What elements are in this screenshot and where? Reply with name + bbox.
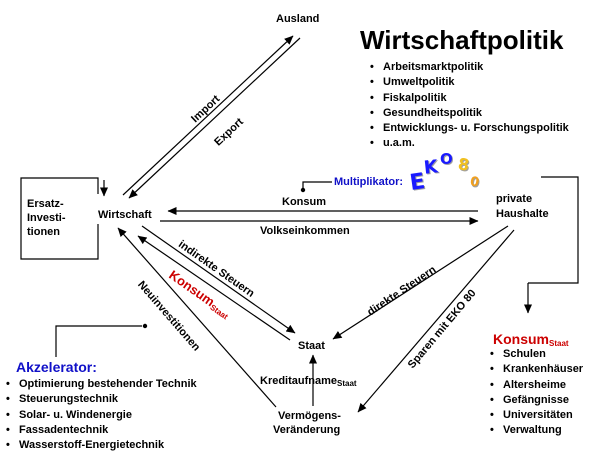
- policy-item: Arbeitsmarktpolitik: [368, 60, 569, 76]
- konsum-staat-item: Schulen: [488, 347, 583, 363]
- akzelerator-item: Fassadentechnik: [4, 423, 197, 439]
- vermoegen-line2: Veränderung: [273, 424, 341, 436]
- multiplikator-pointer: [302, 181, 332, 190]
- eko-letter: K: [422, 156, 439, 179]
- staat-node: Staat: [298, 340, 325, 352]
- haushalte-line1: private: [496, 193, 533, 205]
- neuinvestitionen-arrow: [117, 227, 277, 408]
- akzelerator-item: Steuerungstechnik: [4, 392, 197, 408]
- kreditaufnahme-text: Kreditaufname: [260, 375, 338, 387]
- haushalte-line2: Haushalte: [496, 208, 549, 220]
- policy-list: ArbeitsmarktpolitikUmweltpolitikFiskalpo…: [368, 60, 569, 152]
- akzelerator-connector: [55, 325, 142, 357]
- sparen-arrow: [357, 229, 515, 413]
- direkte-steuern-arrow: [332, 225, 509, 340]
- kreditaufnahme-label: KreditaufnameStaat: [260, 375, 357, 390]
- policy-item: Umweltpolitik: [368, 75, 569, 91]
- akzelerator-list: Optimierung bestehender TechnikSteuerung…: [4, 377, 197, 453]
- konsum-staat-item: Gefängnisse: [488, 393, 583, 409]
- indirekte-steuern-arrow: [141, 225, 296, 334]
- akzelerator-dot: [142, 323, 148, 329]
- vermoegen-line1: Vermögens-: [278, 410, 341, 422]
- ausland-node: Ausland: [276, 13, 320, 25]
- konsum-staat-item: Altersheime: [488, 378, 583, 394]
- ersatz-line2: Investi-: [27, 212, 66, 224]
- konsum-label: Konsum: [282, 196, 326, 208]
- ersatz-line3: tionen: [27, 226, 60, 238]
- kreditaufnahme-sub: Staat: [337, 379, 357, 388]
- konsum-staat-box-title-sub: Staat: [549, 339, 569, 348]
- konsum-staat-connector: [528, 176, 579, 284]
- konsum-staat-box-title: KonsumStaat: [493, 331, 569, 352]
- ersatz-loop: [20, 177, 99, 260]
- multiplikator-label: Multiplikator:: [334, 176, 404, 188]
- ersatz-line1: Ersatz-: [27, 198, 64, 210]
- export-arrow: [128, 37, 301, 199]
- eko-letter: O: [440, 150, 453, 168]
- konsum-staat-list: SchulenKrankenhäuserAltersheimeGefängnis…: [488, 347, 583, 439]
- page-title: Wirtschaftpolitik: [360, 25, 564, 55]
- akzelerator-title: Akzelerator:: [16, 359, 97, 375]
- import-arrow: [122, 35, 294, 196]
- policy-item: Entwicklungs- u. Forschungspolitik: [368, 121, 569, 137]
- akzelerator-item: Optimierung bestehender Technik: [4, 377, 197, 393]
- volkseinkommen-label: Volkseinkommen: [260, 225, 350, 237]
- akzelerator-item: Wasserstoff-Energietechnik: [4, 438, 197, 453]
- policy-item: Fiskalpolitik: [368, 91, 569, 107]
- konsum-staat-item: Verwaltung: [488, 423, 583, 439]
- wirtschaft-node: Wirtschaft: [98, 209, 152, 221]
- policy-item: u.a.m.: [368, 136, 569, 152]
- konsum-staat-item: Krankenhäuser: [488, 362, 583, 378]
- policy-item: Gesundheitspolitik: [368, 106, 569, 122]
- konsum-staat-box-title-text: Konsum: [493, 331, 549, 347]
- multiplikator-dot: [300, 187, 306, 193]
- konsum-staat-arrow: [137, 235, 291, 341]
- eko-letter: 8: [456, 154, 471, 175]
- konsum-staat-item: Universitäten: [488, 408, 583, 424]
- akzelerator-item: Solar- u. Windenergie: [4, 408, 197, 424]
